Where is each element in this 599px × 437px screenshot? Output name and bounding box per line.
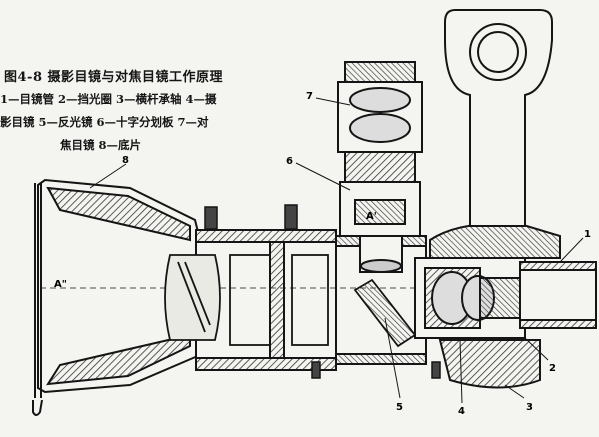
legend-line-1: 1—目镜管 2—挡光圈 3—横杆承轴 4—摄 (0, 92, 217, 106)
callout-2: 2 (549, 363, 556, 374)
legend-line-2: 影目镜 5—反光镜 6—十字分划板 7—对 (0, 115, 209, 129)
callout-1: 1 (584, 229, 591, 240)
figure-caption: 图4-8 摄影目镜与对焦目镜工作原理 1—目镜管 2—挡光圈 3—横杆承轴 4—… (0, 0, 260, 190)
crossbar-bearing (429, 222, 561, 389)
eyepiece-tube-hood (32, 178, 201, 416)
adjustment-screws (204, 204, 441, 379)
callout-6: 6 (286, 156, 293, 167)
eyepiece-lens-group (164, 254, 329, 346)
label-a-prime-1: A' (366, 211, 377, 222)
callout-3: 3 (526, 402, 533, 413)
callout-7: 7 (306, 91, 313, 102)
focusing-eyepiece (337, 61, 423, 273)
label-a-prime-2: A" (54, 279, 67, 290)
callout-5: 5 (396, 402, 403, 413)
callout-8: 8 (122, 155, 129, 166)
callout-4: 4 (458, 406, 465, 417)
legend-line-3: 焦目镜 8—底片 (60, 138, 142, 152)
callout-labels: 8 7 6 1 2 3 4 5 A' A" (54, 91, 591, 417)
carrying-handle (444, 9, 553, 227)
light-stop-tube (519, 261, 597, 329)
photographic-eyepiece (414, 257, 531, 339)
figure-title: 图4-8 摄影目镜与对焦目镜工作原理 (4, 70, 224, 85)
camera-body (40, 229, 590, 371)
leader-lines (89, 97, 584, 404)
